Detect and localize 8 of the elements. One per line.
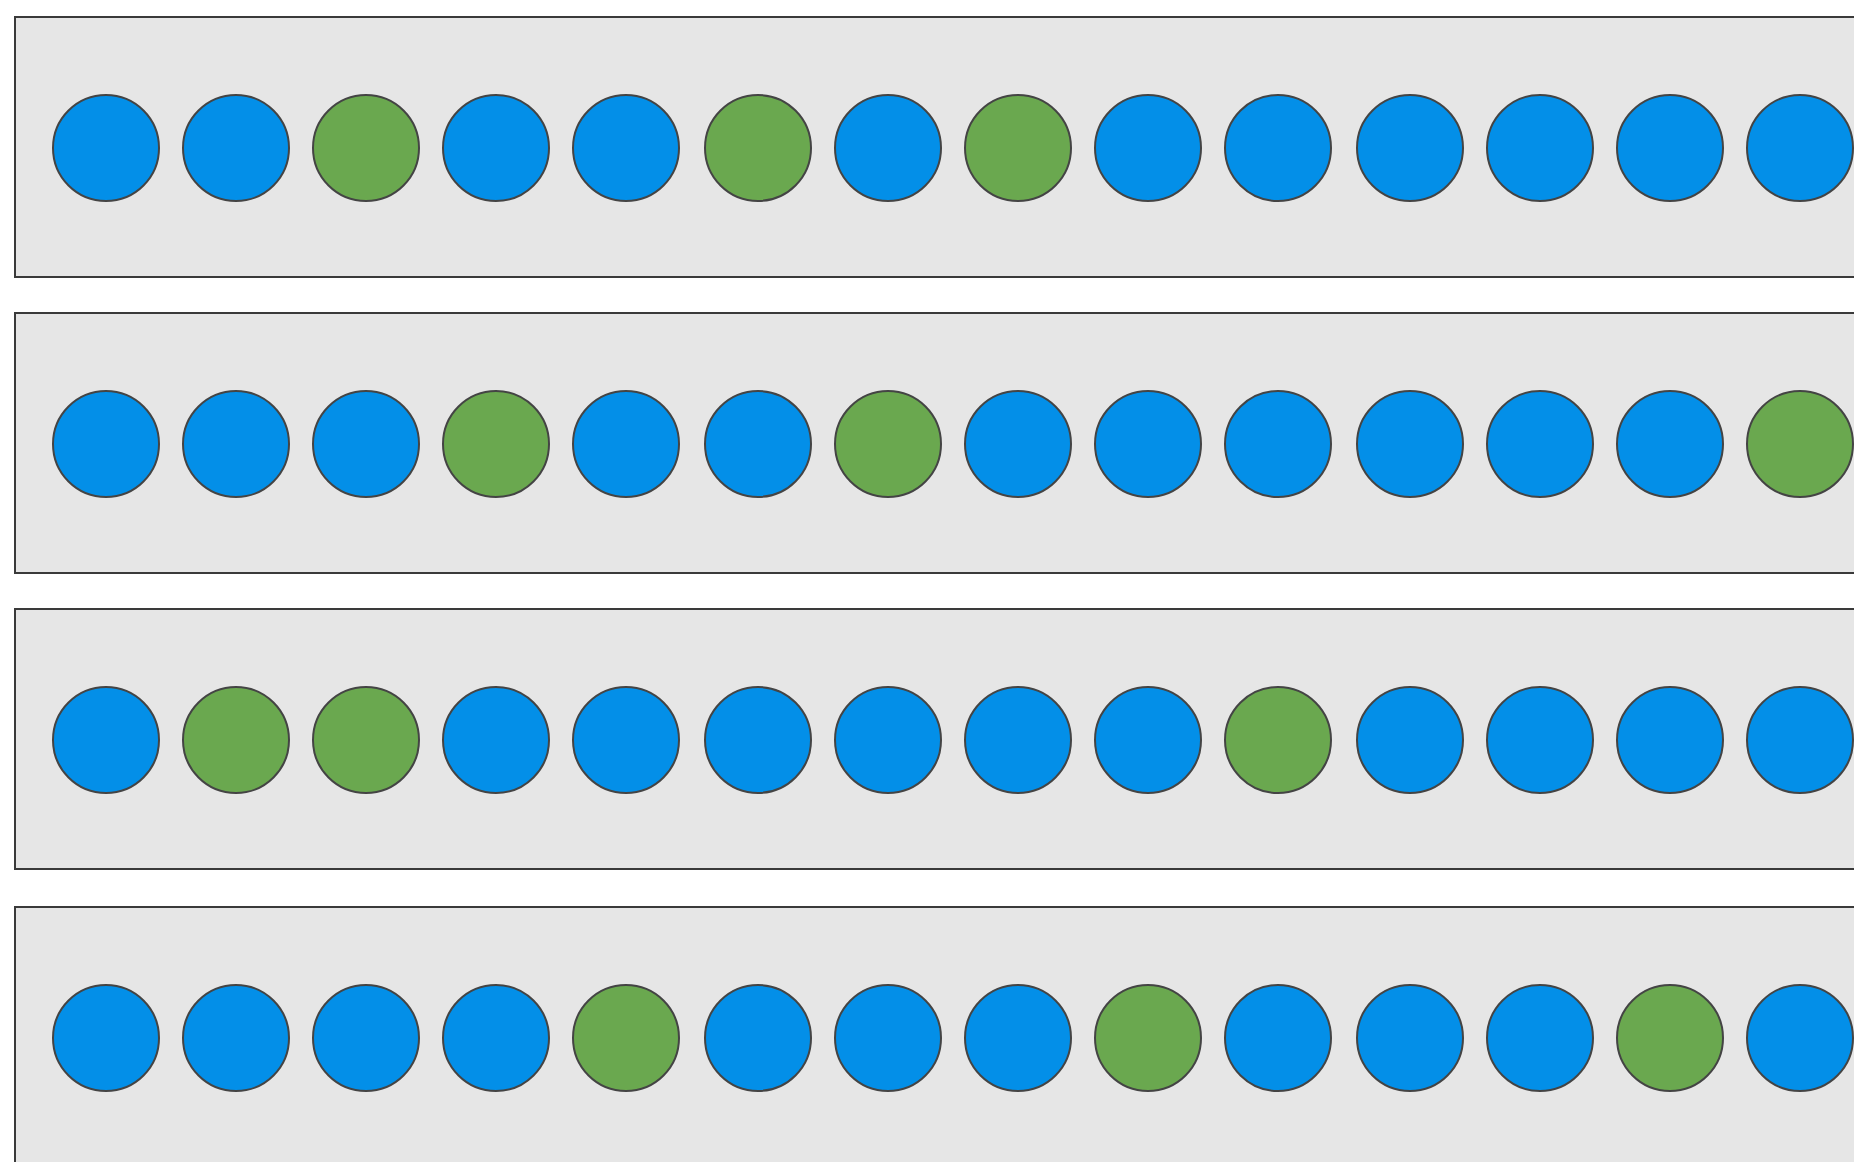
- row-panel: [14, 16, 1854, 278]
- circle-dot: [51, 94, 159, 202]
- circle-dot: [1746, 94, 1854, 202]
- row-panel: [14, 905, 1854, 1162]
- row-panel: [14, 608, 1854, 871]
- circle-dot: [1355, 94, 1463, 202]
- row-panel: [14, 312, 1854, 575]
- circle-dot: [703, 94, 811, 202]
